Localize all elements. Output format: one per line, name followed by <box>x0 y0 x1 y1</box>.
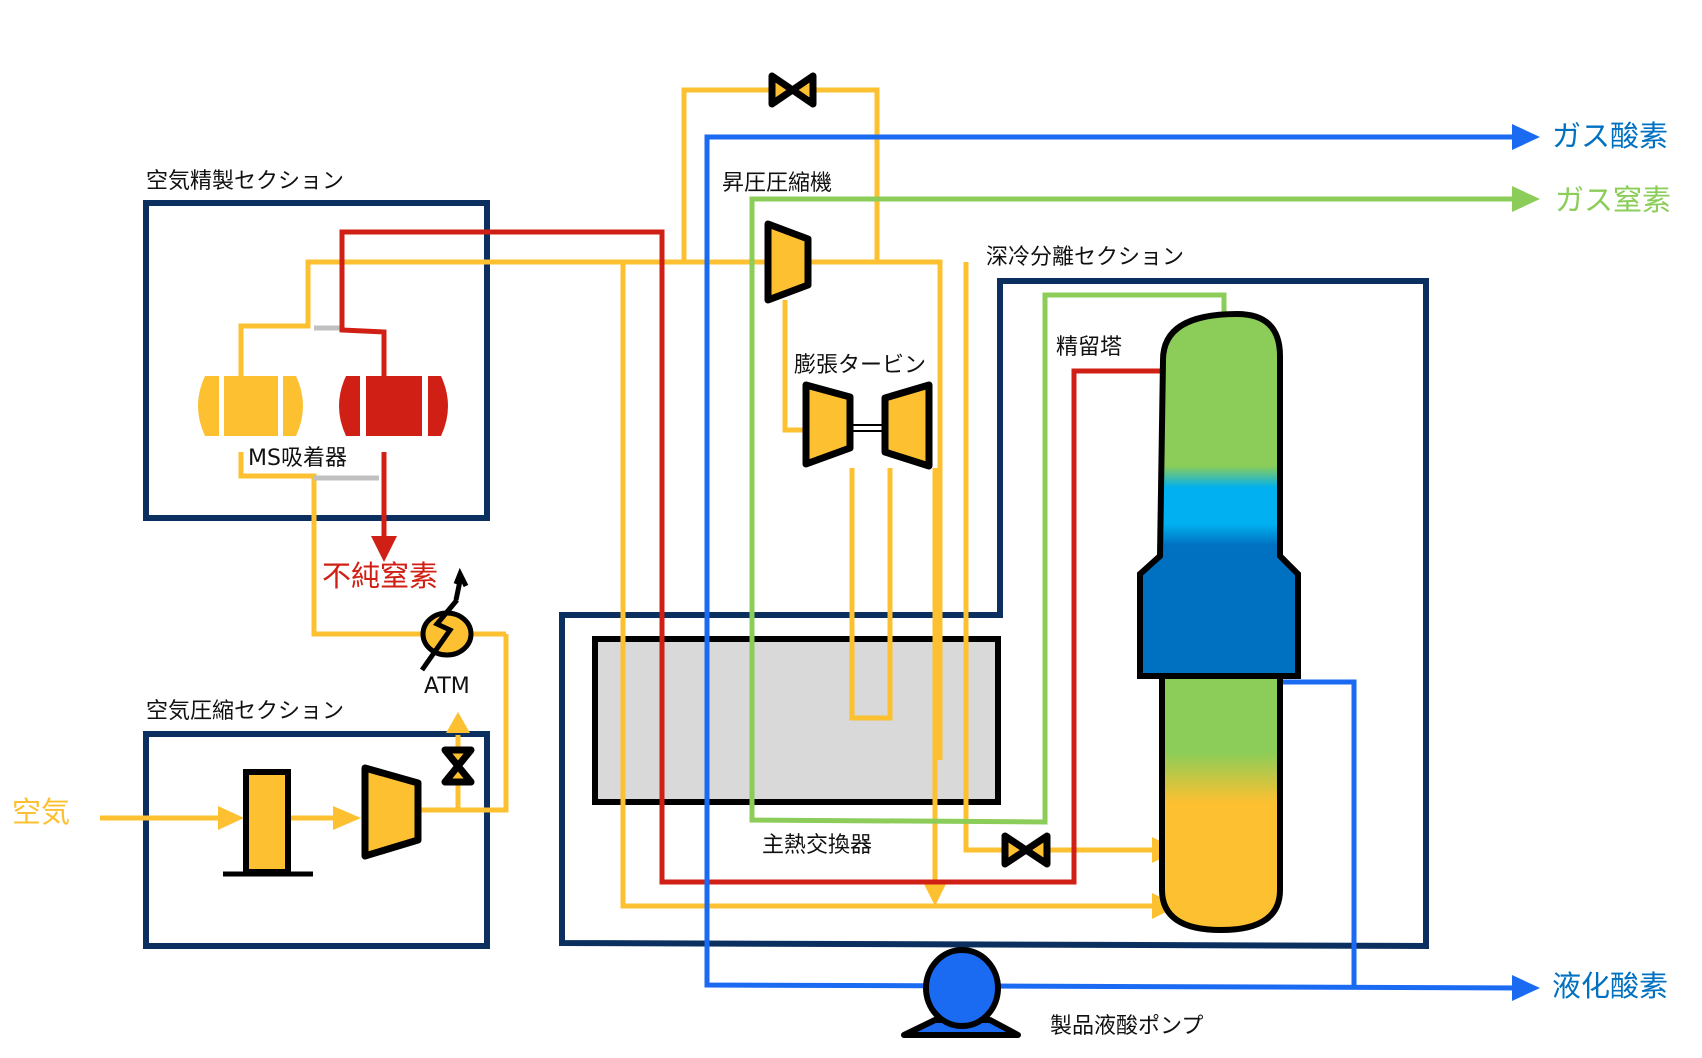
air-input-label: 空気 <box>12 795 70 829</box>
ms-adsorber-red <box>339 376 448 436</box>
booster-compressor-label: 昇圧圧縮機 <box>722 171 832 196</box>
liquid-oxygen-label: 液化酸素 <box>1552 969 1668 1003</box>
expansion-turbine-left <box>802 381 854 468</box>
atm-vent-valve <box>441 746 475 786</box>
oxygen-pipes <box>704 124 1540 1001</box>
air-compression-section-label: 空気圧縮セクション <box>146 699 344 724</box>
atm-label: ATM <box>424 674 470 699</box>
gas-nitrogen-label: ガス窒素 <box>1555 183 1671 217</box>
liquid-oxygen-pump <box>901 947 1021 1038</box>
booster-compressor <box>764 220 812 304</box>
air-compression-section-box <box>143 731 490 949</box>
ms-adsorber-label: MS吸着器 <box>248 446 347 471</box>
ms-adsorber-yellow <box>198 376 303 436</box>
cryogenic-separation-section-label: 深冷分離セクション <box>986 245 1184 270</box>
nitrogen-pipes <box>749 186 1540 825</box>
air-purification-section-label: 空気精製セクション <box>146 169 344 194</box>
expansion-turbine-label: 膨張タービン <box>794 353 926 378</box>
main-heat-exchanger-label: 主熱交換器 <box>762 833 872 858</box>
air-filter <box>243 769 291 875</box>
aftercooler-arrow-icon <box>419 567 469 672</box>
impure-nitrogen-pipes <box>339 229 1163 885</box>
distillation-column <box>1137 310 1301 934</box>
cryogenic-separation-section-box <box>559 278 1429 950</box>
gas-oxygen-label: ガス酸素 <box>1552 119 1668 153</box>
impure-nitrogen-label: 不純窒素 <box>322 559 438 593</box>
liquid-oxygen-pump-label: 製品液酸ポンプ <box>1050 1014 1203 1039</box>
bypass-valve <box>768 72 817 108</box>
expansion-outlet-valve <box>1001 832 1051 868</box>
distillation-column-label: 精留塔 <box>1056 335 1122 360</box>
expansion-turbine-right <box>881 381 933 470</box>
air-compressor <box>361 764 422 860</box>
